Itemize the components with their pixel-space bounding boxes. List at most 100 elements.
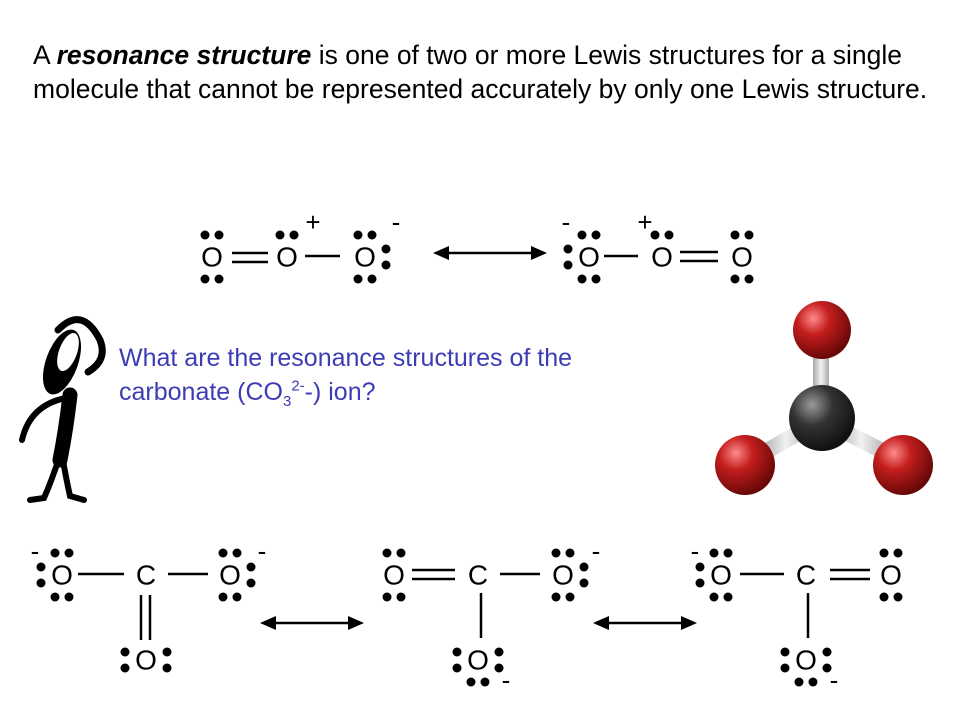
lone-pair-dot: [565, 548, 575, 558]
lone-pair-dot: [353, 274, 363, 284]
lone-pair-dot: [36, 578, 46, 588]
lone-pair-dot: [200, 274, 210, 284]
lone-pair-dot: [246, 562, 256, 572]
oxygen-atom: O: [467, 645, 489, 676]
negative-charge: -: [502, 665, 511, 695]
lone-pair-dot: [120, 647, 130, 657]
lone-pair-dot: [381, 260, 391, 270]
carbon-atom: C: [136, 560, 156, 591]
oxygen-atom: O: [710, 560, 732, 591]
negative-charge: -: [31, 536, 40, 566]
lone-pair-dot: [577, 230, 587, 240]
lone-pair-dot: [551, 592, 561, 602]
lone-pair-dot: [650, 230, 660, 240]
definition-term: resonance structure: [56, 40, 312, 70]
lone-pair-dot: [563, 244, 573, 254]
oxygen-atom: O: [51, 560, 73, 591]
lone-pair-dot: [382, 548, 392, 558]
lone-pair-dot: [452, 647, 462, 657]
lone-pair-dot: [879, 548, 889, 558]
lone-pair-dot: [480, 677, 490, 687]
lone-pair-dot: [275, 230, 285, 240]
oxygen-ball-right: [873, 435, 933, 495]
oxygen-atom: O: [383, 560, 405, 591]
resonance-arrow-carbonate-1: [260, 616, 364, 630]
lone-pair-dot: [723, 592, 733, 602]
lone-pair-dot: [289, 230, 299, 240]
definition-prefix: A: [33, 40, 57, 70]
negative-charge: -: [691, 536, 700, 566]
lone-pair-dot: [744, 274, 754, 284]
lone-pair-dot: [214, 230, 224, 240]
resonance-arrow-ozone: [433, 246, 547, 260]
oxygen-atom: O: [651, 242, 673, 273]
lone-pair-dot: [695, 562, 705, 572]
lone-pair-dot: [396, 592, 406, 602]
negative-charge: -: [258, 536, 267, 566]
negative-charge: -: [562, 207, 571, 237]
lone-pair-dot: [664, 230, 674, 240]
thinking-stick-figure-icon: [19, 316, 106, 503]
resonance-definition: A resonance structure is one of two or m…: [33, 38, 933, 106]
lone-pair-dot: [218, 592, 228, 602]
lone-pair-dot: [709, 548, 719, 558]
question-superscript: 2-: [291, 377, 305, 395]
lone-pair-dot: [396, 548, 406, 558]
lone-pair-dot: [50, 592, 60, 602]
lone-pair-dot: [452, 663, 462, 673]
oxygen-atom: O: [276, 242, 298, 273]
carbonate-question: What are the resonance structures of the…: [119, 341, 719, 409]
lone-pair-dot: [723, 548, 733, 558]
lone-pair-dot: [64, 548, 74, 558]
lone-pair-dot: [50, 548, 60, 558]
lone-pair-dot: [162, 663, 172, 673]
carbon-ball: [789, 385, 855, 451]
lone-pair-dot: [730, 230, 740, 240]
lone-pair-dot: [780, 647, 790, 657]
lone-pair-dot: [232, 592, 242, 602]
bond-lines: [78, 250, 870, 640]
carbon-atom: C: [796, 560, 816, 591]
oxygen-atom: O: [219, 560, 241, 591]
lone-pair-dot: [494, 647, 504, 657]
lone-pair-dot: [367, 274, 377, 284]
lone-pair-dot: [794, 677, 804, 687]
oxygen-ball-top: [793, 301, 851, 359]
lone-pair-dot: [200, 230, 210, 240]
oxygen-atom: O: [201, 242, 223, 273]
lone-pair-dot: [744, 230, 754, 240]
lone-pair-dot: [577, 274, 587, 284]
lone-pair-dot: [563, 260, 573, 270]
oxygen-atom: O: [552, 560, 574, 591]
lone-pair-dot: [822, 647, 832, 657]
lone-pair-dot: [36, 562, 46, 572]
lone-pair-dot: [695, 578, 705, 588]
lone-pair-dot: [808, 677, 818, 687]
lone-pair-dot: [382, 592, 392, 602]
lone-pair-dot: [730, 274, 740, 284]
lone-pair-dot: [246, 578, 256, 588]
negative-charge: -: [392, 207, 401, 237]
lone-pair-dot: [780, 663, 790, 673]
lone-pair-dot: [591, 274, 601, 284]
oxygen-ball-left: [715, 435, 775, 495]
oxygen-atom: O: [880, 560, 902, 591]
lone-pair-dot: [353, 230, 363, 240]
carbon-atom: C: [468, 560, 488, 591]
oxygen-atom: O: [135, 645, 157, 676]
lone-pair-dot: [466, 677, 476, 687]
lone-pair-dot: [367, 230, 377, 240]
oxygen-atom: O: [578, 242, 600, 273]
positive-charge: +: [637, 207, 652, 237]
lone-pair-dot: [893, 592, 903, 602]
definition-body: is one of two or more Lewis structures f…: [33, 40, 928, 104]
question-line-1: What are the resonance structures of the: [119, 344, 573, 372]
lone-pair-dot: [218, 548, 228, 558]
oxygen-atom: O: [354, 242, 376, 273]
lone-pair-dot: [709, 592, 719, 602]
lone-pair-dot: [822, 663, 832, 673]
question-before: carbonate (CO: [119, 378, 283, 406]
negative-charge: -: [592, 536, 601, 566]
question-after: -) ion?: [304, 378, 376, 406]
